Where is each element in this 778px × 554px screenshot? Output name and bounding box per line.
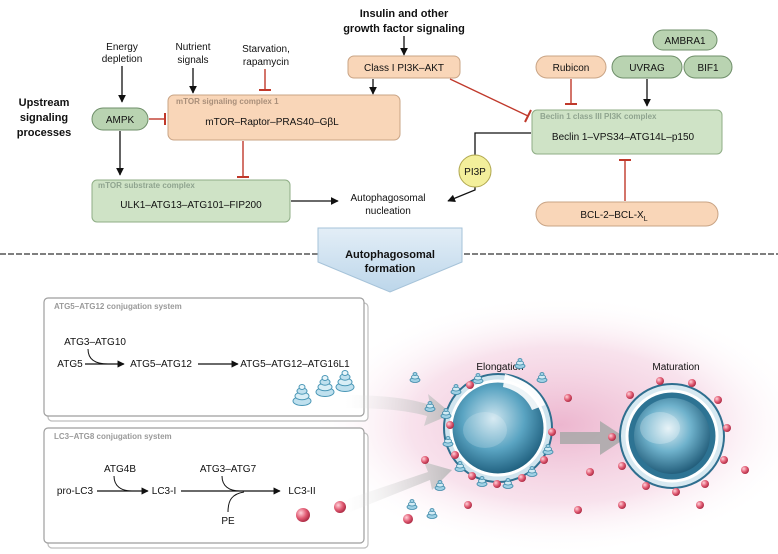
- bcl2-inhibit-beclin: [619, 159, 631, 201]
- uvrag-node: UVRAG: [611, 55, 683, 79]
- ampk-node: AMPK: [91, 107, 149, 131]
- svg-text:LC3–ATG8 conjugation system: LC3–ATG8 conjugation system: [54, 432, 172, 441]
- svg-text:signals: signals: [177, 55, 208, 66]
- energy-depletion-label: Energy depletion: [102, 42, 143, 65]
- svg-text:BCL-2–BCL-XL: BCL-2–BCL-XL: [580, 210, 647, 223]
- svg-text:mTOR substrate complex: mTOR substrate complex: [98, 181, 195, 190]
- pi3p-node: PI3P: [458, 154, 492, 188]
- bif1-node: BIF1: [683, 55, 733, 79]
- lc3-to-phagophore-arrow: [345, 462, 452, 512]
- svg-text:mTOR signaling complex 1: mTOR signaling complex 1: [176, 97, 279, 106]
- ampk-inhibit-mtor: [149, 113, 166, 125]
- elongation-to-maturation-arrow: [560, 421, 626, 455]
- formation-funnel: Autophagosomal formation: [317, 227, 463, 293]
- pe-curve: [227, 491, 245, 513]
- svg-text:ATG5–ATG12 conjugation system: ATG5–ATG12 conjugation system: [54, 302, 182, 311]
- atg5-system-box: ATG5–ATG12 conjugation system: [43, 297, 369, 422]
- insulin-label: Insulin and other growth factor signalin…: [343, 8, 465, 35]
- pe-label: PE: [221, 516, 235, 527]
- pi3k-akt-node: Class I PI3K–AKT: [347, 55, 461, 79]
- atg5-label: ATG5: [57, 359, 83, 370]
- svg-text:Class I PI3K–AKT: Class I PI3K–AKT: [364, 63, 444, 74]
- pro-lc3-label: pro-LC3: [57, 486, 94, 497]
- maturation-label: Maturation: [652, 362, 699, 373]
- svg-text:Beclin 1 class III PI3K comple: Beclin 1 class III PI3K complex: [540, 112, 657, 121]
- svg-text:BIF1: BIF1: [697, 63, 719, 74]
- ulk1-complex-box: mTOR substrate complex ULK1–ATG13–ATG101…: [91, 179, 291, 223]
- svg-text:Rubicon: Rubicon: [553, 63, 590, 74]
- svg-text:growth factor signaling: growth factor signaling: [343, 23, 465, 35]
- lc3-dots-icons: [403, 381, 594, 524]
- svg-text:Nutrient: Nutrient: [175, 42, 210, 53]
- svg-text:Autophagosomal: Autophagosomal: [350, 193, 425, 204]
- svg-text:Upstream: Upstream: [19, 97, 70, 109]
- svg-text:rapamycin: rapamycin: [243, 57, 289, 68]
- svg-text:depletion: depletion: [102, 54, 143, 65]
- svg-text:AMPK: AMPK: [106, 115, 135, 126]
- svg-text:formation: formation: [365, 263, 416, 275]
- svg-text:processes: processes: [17, 127, 71, 139]
- svg-text:PI3P: PI3P: [464, 167, 486, 178]
- svg-text:Starvation,: Starvation,: [242, 44, 290, 55]
- lc3-i-label: LC3-I: [152, 486, 176, 497]
- nucleation-label: Autophagosomal nucleation: [350, 193, 425, 217]
- rubicon-node: Rubicon: [535, 55, 607, 79]
- upstream-label: Upstream signaling processes: [17, 97, 71, 139]
- svg-text:signaling: signaling: [20, 112, 68, 124]
- bcl2-node: BCL-2–BCL-XL: [535, 201, 719, 227]
- svg-text:Beclin 1–VPS34–ATG14L–p150: Beclin 1–VPS34–ATG14L–p150: [552, 132, 695, 143]
- atg16l1-to-phagophore-arrow: [345, 394, 452, 426]
- autophagosome-mature: [619, 383, 725, 489]
- phagophore-elongation: [443, 373, 553, 483]
- lc3-ii-dot-icon: [334, 501, 346, 513]
- mtor-inhibit-ulk1: [237, 141, 249, 178]
- elongation-label: Elongation: [476, 362, 523, 373]
- mature-lc3-dots-icons: [608, 377, 749, 509]
- svg-text:mTOR–Raptor–PRAS40–GβL: mTOR–Raptor–PRAS40–GβL: [205, 117, 339, 128]
- atg3-atg7-label: ATG3–ATG7: [200, 464, 257, 475]
- ambra1-node: AMBRA1: [652, 29, 718, 51]
- svg-text:Energy: Energy: [106, 42, 138, 53]
- atg4b-label: ATG4B: [104, 464, 136, 475]
- starvation-label: Starvation, rapamycin: [242, 44, 290, 68]
- atg3-atg10-label: ATG3–ATG10: [64, 337, 126, 348]
- svg-text:AMBRA1: AMBRA1: [664, 36, 706, 47]
- svg-text:Insulin and other: Insulin and other: [360, 8, 449, 20]
- svg-text:UVRAG: UVRAG: [629, 63, 665, 74]
- lc3-ii-dot-icon: [296, 508, 310, 522]
- lc3-ii-label: LC3-II: [288, 486, 315, 497]
- beclin-complex-box: Beclin 1 class III PI3K complex Beclin 1…: [531, 109, 723, 155]
- atg5-atg12-atg16l1-label: ATG5–ATG12–ATG16L1: [240, 359, 350, 370]
- rubicon-inhibit-beclin: [565, 79, 577, 105]
- nutrient-signals-label: Nutrient signals: [175, 42, 210, 66]
- svg-text:nucleation: nucleation: [365, 206, 411, 217]
- svg-text:Autophagosomal: Autophagosomal: [345, 249, 435, 261]
- starvation-inhibit: [259, 69, 271, 91]
- svg-text:ULK1–ATG13–ATG101–FIP200: ULK1–ATG13–ATG101–FIP200: [120, 200, 262, 211]
- pi3k-inhibit-beclin: [449, 78, 532, 123]
- atg5-atg12-label: ATG5–ATG12: [130, 359, 192, 370]
- mtorc1-box: mTOR signaling complex 1 mTOR–Raptor–PRA…: [167, 94, 401, 141]
